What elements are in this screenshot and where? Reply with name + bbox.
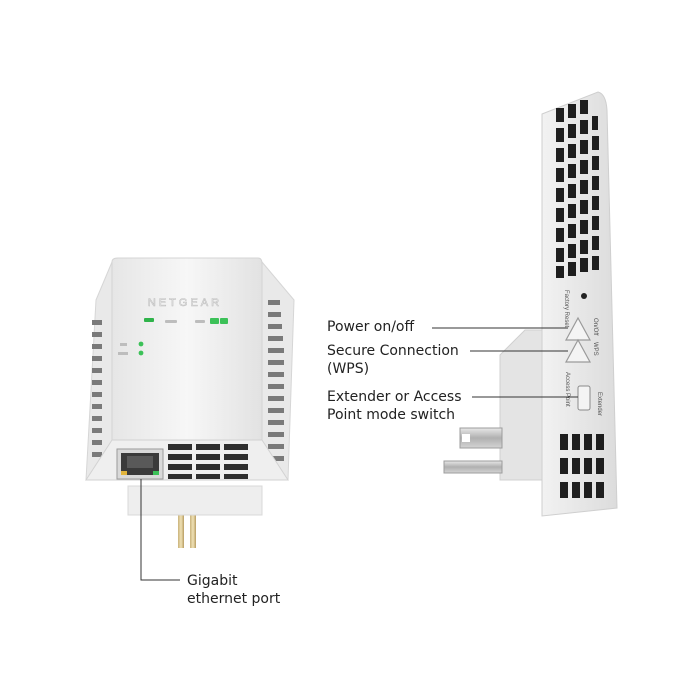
- front-panel: [111, 257, 263, 441]
- access-point-label: Access Point: [564, 372, 570, 407]
- wps-button: [564, 338, 592, 363]
- power-callout: Power on/off: [327, 318, 414, 336]
- wps-button-label: WPS: [592, 342, 598, 356]
- ethernet-callout: Gigabit ethernet port: [187, 572, 280, 608]
- extender-label: Extender: [596, 392, 602, 416]
- factory-reset-pinhole: [581, 293, 587, 299]
- side-bottom-vents: [560, 434, 604, 498]
- side-top-vents: [556, 100, 599, 278]
- front-base-plate: [127, 485, 263, 516]
- ethernet-callout-text: ethernet port: [187, 591, 281, 607]
- side-body: [541, 91, 618, 517]
- mode-switch: [577, 385, 591, 411]
- mode-callout: Extender or Access Point mode switch: [327, 388, 462, 424]
- factory-reset-label: Factory Reset: [563, 290, 569, 328]
- ethernet-callout-line: [140, 479, 180, 581]
- front-vents: [168, 444, 248, 479]
- front-status-leds: [118, 318, 228, 356]
- power-button-label: On/Off: [592, 318, 598, 336]
- front-plug-prong: [178, 510, 184, 548]
- mode-callout-text: Point mode switch: [327, 407, 456, 423]
- mode-callout-text: Extender or Access: [327, 389, 462, 405]
- power-callout-text: Power on/off: [327, 319, 415, 335]
- plug-prong-hole: [462, 434, 470, 442]
- ethernet-callout-text: Gigabit: [187, 573, 238, 589]
- ethernet-port: [116, 448, 164, 480]
- brand-logo: NETGEAR: [148, 297, 222, 309]
- side-extender-device: Factory Reset On/Off WPS Access Point Ex…: [443, 91, 618, 517]
- plug-prong-top: [459, 427, 503, 449]
- front-plug-prong: [190, 510, 196, 548]
- plug-prong-bottom: [443, 460, 503, 474]
- plug-mount: [499, 329, 549, 481]
- wps-callout-text: Secure Connection: [327, 343, 459, 359]
- wps-callout: Secure Connection (WPS): [327, 342, 459, 378]
- front-extender-device: NETGEAR: [85, 257, 295, 548]
- front-side-vents: [92, 300, 284, 461]
- wps-callout-text: (WPS): [327, 361, 370, 377]
